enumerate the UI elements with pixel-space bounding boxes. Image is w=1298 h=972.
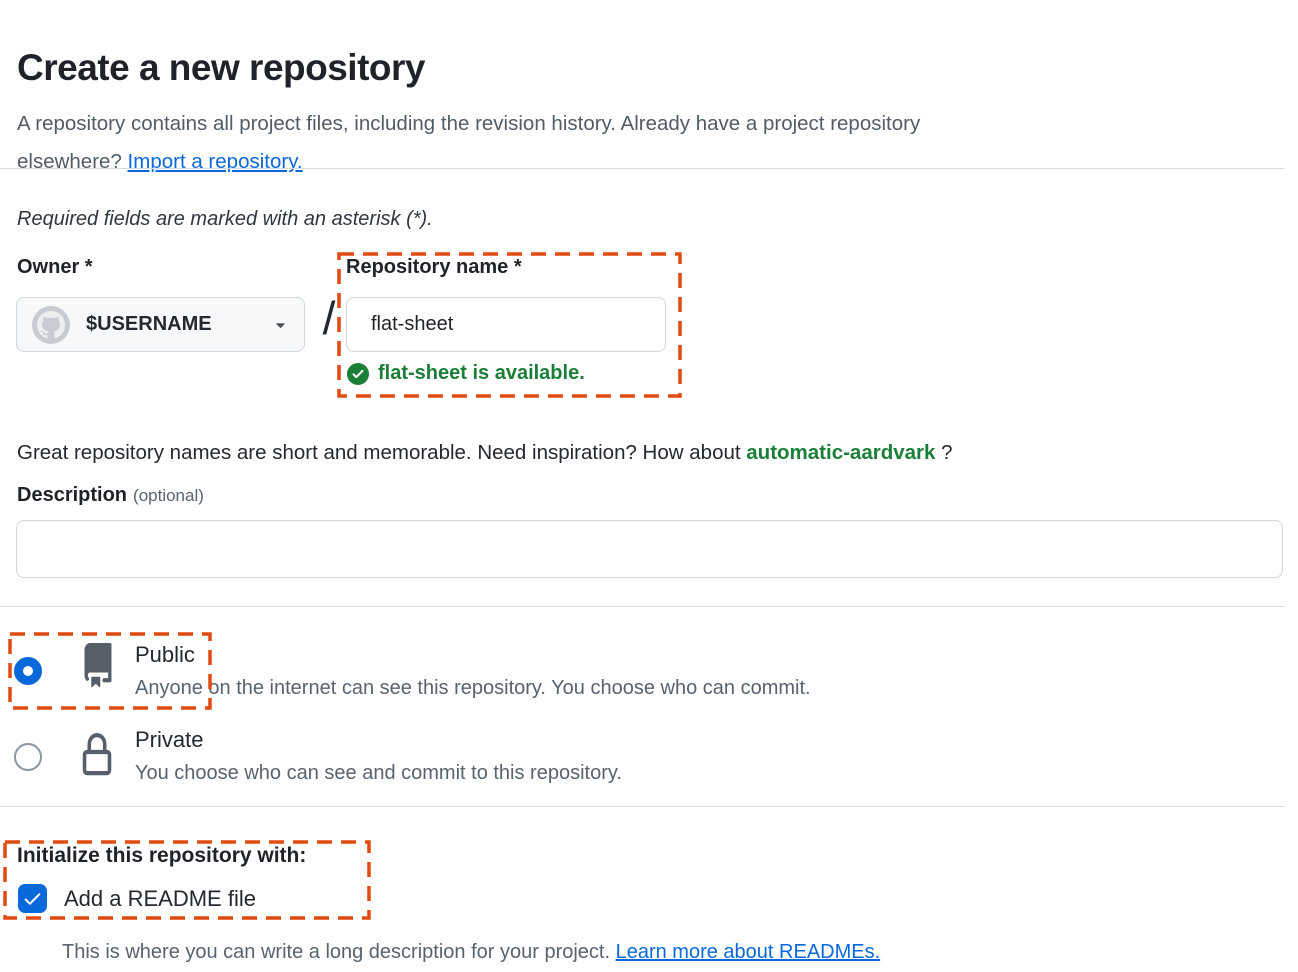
intro-line1: A repository contains all project files,… — [17, 111, 921, 135]
learn-more-readmes-link[interactable]: Learn more about READMEs. — [615, 941, 881, 963]
required-fields-note: Required fields are marked with an aster… — [17, 208, 433, 230]
public-radio[interactable] — [14, 657, 42, 685]
availability-text: flat-sheet is available. — [378, 362, 585, 384]
add-readme-label[interactable]: Add a README file — [64, 886, 256, 911]
optional-tag: (optional) — [133, 486, 204, 505]
owner-repo-separator: / — [322, 292, 336, 344]
checkmark-icon — [24, 893, 41, 905]
repo-book-icon — [80, 643, 116, 693]
repository-name-label: Repository name * — [346, 256, 522, 278]
check-circle-icon — [347, 362, 369, 385]
public-option-description: Anyone on the internet can see this repo… — [135, 677, 811, 699]
intro-text: A repository contains all project files,… — [17, 105, 1247, 181]
import-repository-link[interactable]: Import a repository. — [127, 149, 303, 173]
suggestion-prefix: Great repository names are short and mem… — [17, 440, 747, 464]
private-option-description: You choose who can see and commit to thi… — [135, 762, 622, 784]
readme-help-text: This is where you can write a long descr… — [62, 941, 881, 963]
description-label: Description(optional) — [17, 484, 204, 506]
suggestion-suffix: ? — [935, 440, 953, 464]
repository-name-input[interactable] — [346, 297, 666, 352]
private-radio[interactable] — [14, 743, 42, 771]
owner-avatar — [32, 305, 70, 344]
availability-message: flat-sheet is available. — [347, 362, 585, 385]
owner-label: Owner * — [17, 256, 93, 278]
divider — [0, 168, 1285, 169]
divider — [0, 606, 1285, 607]
owner-dropdown[interactable]: $USERNAME — [16, 297, 305, 352]
owner-selected-value: $USERNAME — [86, 313, 212, 335]
description-input[interactable] — [16, 520, 1283, 578]
suggested-repo-name[interactable]: automatic-aardvark — [746, 440, 936, 464]
lock-icon — [78, 733, 116, 783]
divider — [0, 806, 1285, 807]
chevron-down-icon — [271, 315, 290, 334]
page-title: Create a new repository — [17, 46, 425, 88]
initialize-heading: Initialize this repository with: — [17, 844, 307, 867]
public-option-label[interactable]: Public — [135, 642, 195, 667]
add-readme-checkbox[interactable] — [18, 884, 47, 913]
private-option-label[interactable]: Private — [135, 727, 204, 752]
octocat-icon — [37, 310, 65, 338]
name-suggestion: Great repository names are short and mem… — [17, 441, 953, 465]
intro-line2: elsewhere? — [17, 149, 128, 173]
